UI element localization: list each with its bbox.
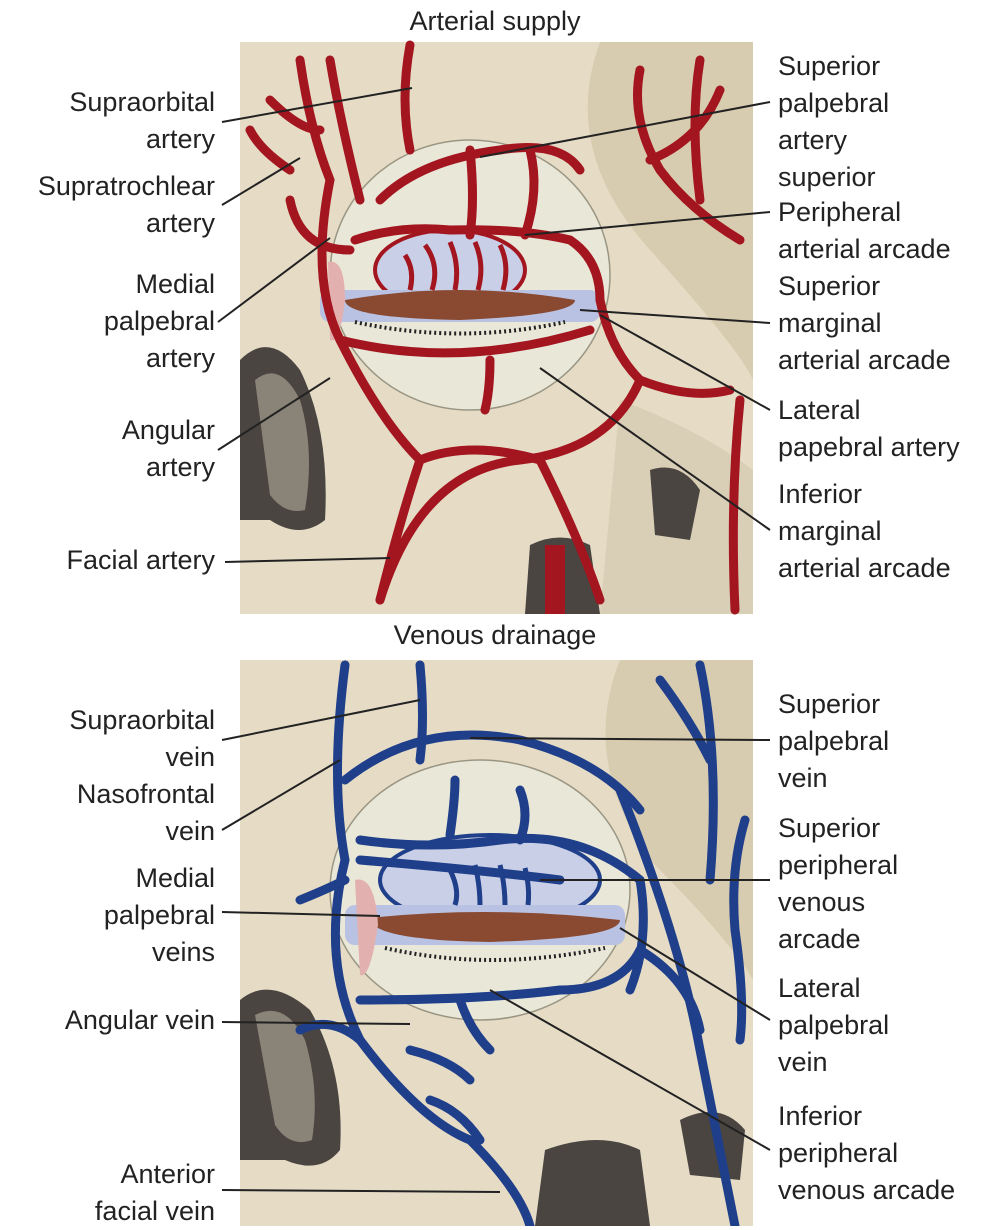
label-superior-marginal-arcade: Superior marginal arterial arcade (778, 268, 951, 379)
label-supraorbital-artery: Supraorbital artery (69, 84, 215, 158)
label-superior-palpebral-artery: Superior palpebral artery superior (778, 48, 889, 196)
label-anterior-facial-vein: Anterior facial vein (95, 1156, 215, 1230)
label-superior-peripheral-arcade: Superior peripheral venous arcade (778, 810, 898, 958)
label-angular-vein: Angular vein (65, 1002, 215, 1039)
label-lateral-palpebral-vein: Lateral palpebral vein (778, 970, 889, 1081)
venous-panel (240, 660, 753, 1226)
label-supratrochlear-artery: Supratrochlear artery (38, 168, 215, 242)
arterial-title: Arterial supply (0, 6, 990, 37)
label-peripheral-arterial-arcade: Peripheral arterial arcade (778, 194, 951, 268)
arterial-panel (240, 42, 753, 614)
label-angular-artery: Angular artery (122, 412, 215, 486)
label-medial-palpebral-veins: Medial palpebral veins (104, 860, 215, 971)
label-inferior-marginal-arcade: Inferior marginal arterial arcade (778, 476, 951, 587)
label-medial-palpebral-artery: Medial palpebral artery (104, 266, 215, 377)
arterial-facial-artery-segment (545, 545, 565, 614)
label-supraorbital-vein: Supraorbital vein (69, 702, 215, 776)
label-inferior-peripheral-arcade: Inferior peripheral venous arcade (778, 1098, 955, 1209)
venous-title: Venous drainage (0, 620, 990, 651)
label-nasofrontal-vein: Nasofrontal vein (77, 776, 215, 850)
label-facial-artery: Facial artery (66, 542, 215, 579)
venous-cheek-dark (535, 1140, 650, 1226)
label-lateral-palpebral-artery: Lateral papebral artery (778, 392, 960, 466)
label-superior-palpebral-vein: Superior palpebral vein (778, 686, 889, 797)
